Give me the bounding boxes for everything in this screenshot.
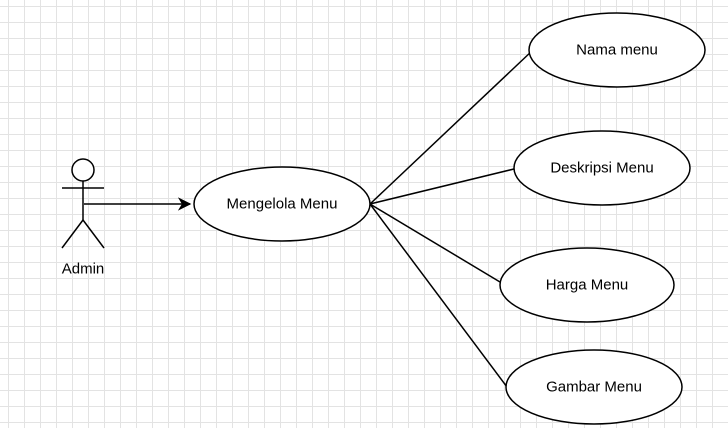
use-case-nama-menu[interactable] [528,12,706,88]
link-gambar-menu [369,203,508,388]
link-deskripsi-menu [369,167,519,205]
actor-right-leg [82,219,105,249]
use-case-gambar-menu[interactable] [505,349,683,425]
use-case-deskripsi-menu[interactable] [513,130,691,206]
use-case-mengelola-menu[interactable] [193,166,371,242]
actor-left-leg [61,219,84,249]
link-harga-menu [369,203,506,286]
link-nama-menu [369,49,534,205]
actor-admin[interactable] [61,158,105,249]
use-case-harga-menu[interactable] [499,247,675,323]
actor-head [71,158,95,182]
